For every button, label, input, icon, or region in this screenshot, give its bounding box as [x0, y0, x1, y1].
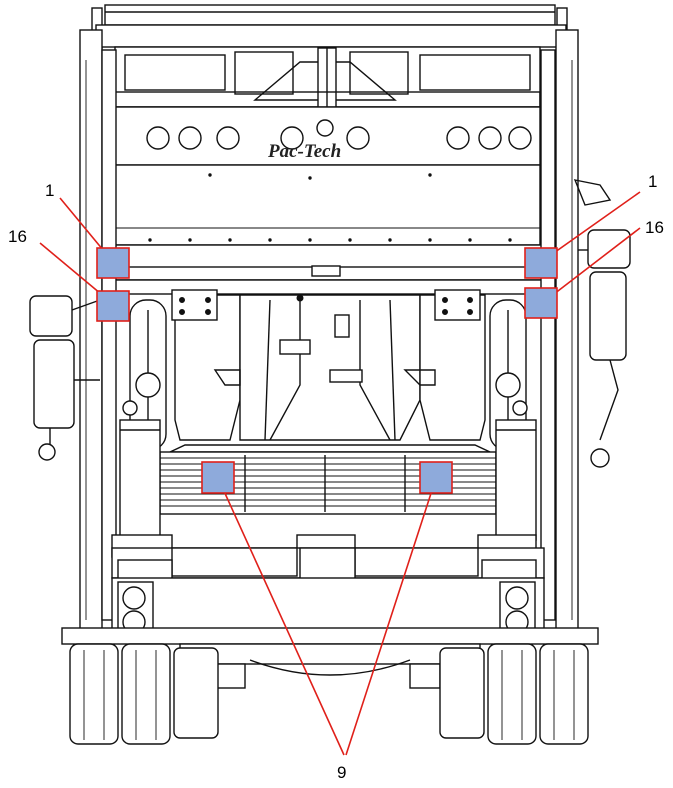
right-side-guard	[495, 419, 537, 541]
axle	[179, 643, 481, 665]
callout-1-left: 1	[45, 181, 54, 200]
roof-bar	[104, 4, 556, 26]
rivets	[148, 173, 512, 242]
callout-labels: 1 16 1 16 9	[8, 172, 664, 782]
marker-9-left	[201, 461, 235, 494]
lower-bumper	[111, 577, 545, 631]
right-mirror	[573, 179, 631, 468]
hopper-back-wall	[239, 294, 421, 441]
left-post-outer	[79, 29, 103, 631]
body-panel	[114, 164, 541, 246]
left-mirror	[29, 295, 101, 461]
left-side-guard	[119, 419, 161, 541]
rear-tires	[69, 643, 589, 745]
marker-16-left	[96, 290, 130, 322]
marker-1-left	[96, 247, 130, 279]
truck-line-art: Pac-Tech	[29, 4, 631, 745]
callout-16-left: 16	[8, 227, 27, 246]
upper-frame	[95, 24, 567, 48]
brand-logo: Pac-Tech	[267, 141, 341, 162]
marker-16-right	[524, 287, 558, 319]
panel-holes	[146, 119, 532, 150]
marker-1-right	[524, 247, 558, 279]
right-post-inner	[540, 49, 556, 621]
location-markers	[96, 247, 558, 494]
right-post-outer	[555, 29, 579, 631]
frame-rail	[61, 627, 599, 645]
hopper-sheet-right	[419, 294, 486, 441]
callout-1-right: 1	[648, 172, 657, 191]
callout-16-right: 16	[645, 218, 664, 237]
left-post-inner	[101, 49, 117, 621]
marker-9-right	[419, 461, 453, 494]
callout-9: 9	[337, 763, 346, 782]
cross-beam	[94, 244, 566, 268]
